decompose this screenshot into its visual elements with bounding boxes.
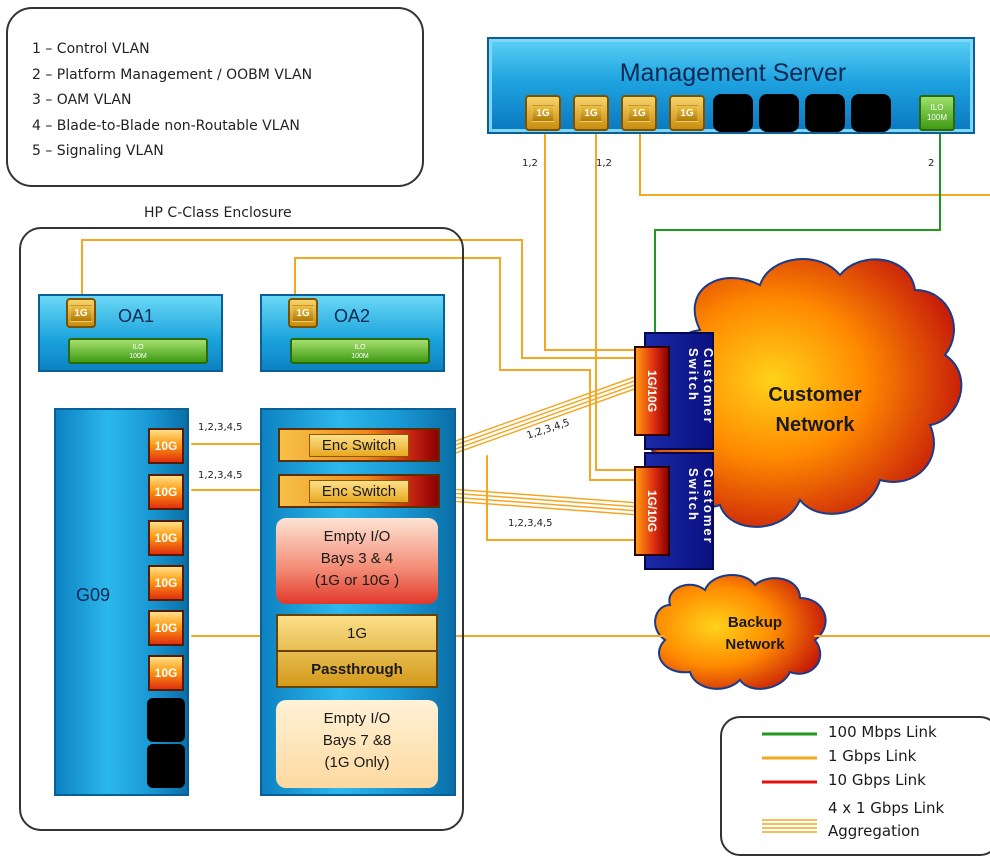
legend-10gbps: 10 Gbps Link — [828, 771, 926, 789]
vlan-item: 4 – Blade-to-Blade non-Routable VLAN — [32, 117, 300, 134]
vlan-legend: 1 – Control VLAN 2 – Platform Management… — [6, 7, 424, 187]
link-label: 1,2 — [522, 158, 538, 169]
link-label: 1,2,3,4,5 — [198, 470, 243, 481]
empty-bays-3-4: Empty I/O Bays 3 & 4 (1G or 10G ) — [276, 518, 438, 604]
vlan-item: 5 – Signaling VLAN — [32, 143, 164, 159]
backup-network-label: Backup Network — [725, 614, 785, 653]
mgmt-port-1g: 1G — [573, 95, 609, 131]
interconnect-bays: Enc Switch Enc Switch Empty I/O Bays 3 &… — [260, 408, 456, 796]
legend-1gbps: 1 Gbps Link — [828, 747, 917, 765]
customer-network-label: Customer Network — [768, 384, 862, 436]
blade-g09: G09 10G 10G 10G 10G 10G 10G — [54, 408, 189, 796]
blade-port-10g: 10G — [148, 520, 184, 556]
passthrough-module: 1G Passthrough — [276, 614, 438, 688]
legend-100mbps: 100 Mbps Link — [828, 723, 937, 741]
oa2-port-1g: 1G — [288, 298, 318, 328]
customer-switch-port: 1G/10G — [634, 346, 670, 436]
enclosure-frame — [19, 227, 464, 831]
customer-switch-2: 1G/10G Customer Switch — [634, 452, 716, 570]
legend-aggregation: Aggregation — [828, 822, 920, 840]
mgmt-port-empty — [759, 94, 799, 132]
enc-switch-2: Enc Switch — [278, 474, 440, 508]
vlan-item: 1 – Control VLAN — [32, 41, 150, 57]
customer-switch-label: Customer Switch — [686, 468, 716, 545]
blade-port-10g: 10G — [148, 655, 184, 691]
blade-port-empty — [147, 698, 185, 742]
empty-bays-7-8: Empty I/O Bays 7 &8 (1G Only) — [276, 700, 438, 788]
oa1-title: OA1 — [118, 306, 155, 326]
blade-port-10g: 10G — [148, 565, 184, 601]
mgmt-port-empty — [851, 94, 891, 132]
mgmt-port-1g: 1G — [669, 95, 705, 131]
blade-port-10g: 10G — [148, 428, 184, 464]
link-label: 1,2,3,4,5 — [508, 518, 553, 529]
passthrough-label: Passthrough — [278, 650, 436, 686]
customer-switch-1: 1G/10G Customer Switch — [634, 332, 716, 450]
link-legend: 100 Mbps Link 1 Gbps Link 10 Gbps Link 4… — [720, 716, 990, 856]
link-label: 1,2 — [596, 158, 612, 169]
mgmt-port-1g: 1G — [525, 95, 561, 131]
link-label: 2 — [928, 158, 935, 169]
oa1-port-1g: 1G — [66, 298, 96, 328]
mgmt-port-empty — [805, 94, 845, 132]
legend-4x1gbps: 4 x 1 Gbps Link — [828, 799, 945, 817]
customer-switch-label: Customer Switch — [686, 348, 716, 425]
blade-port-empty — [147, 744, 185, 788]
blade-port-10g: 10G — [148, 474, 184, 510]
oa2-title: OA2 — [334, 306, 371, 326]
blade-label: G09 — [76, 585, 111, 605]
vlan-item: 3 – OAM VLAN — [32, 92, 132, 108]
legend-swatches — [762, 732, 817, 833]
backup-network-cloud — [654, 573, 827, 690]
enclosure-label: HP C-Class Enclosure — [144, 205, 292, 221]
vlan-item: 2 – Platform Management / OOBM VLAN — [32, 66, 313, 83]
link-label: 1,2,3,4,5 — [198, 422, 243, 433]
mgmt-port-1g: 1G — [621, 95, 657, 131]
management-server-title: Management Server — [619, 59, 847, 87]
enc-switch-1: Enc Switch — [278, 428, 440, 462]
passthrough-speed: 1G — [346, 624, 367, 642]
mgmt-port-empty — [713, 94, 753, 132]
blade-port-10g: 10G — [148, 610, 184, 646]
customer-switch-port: 1G/10G — [634, 466, 670, 556]
